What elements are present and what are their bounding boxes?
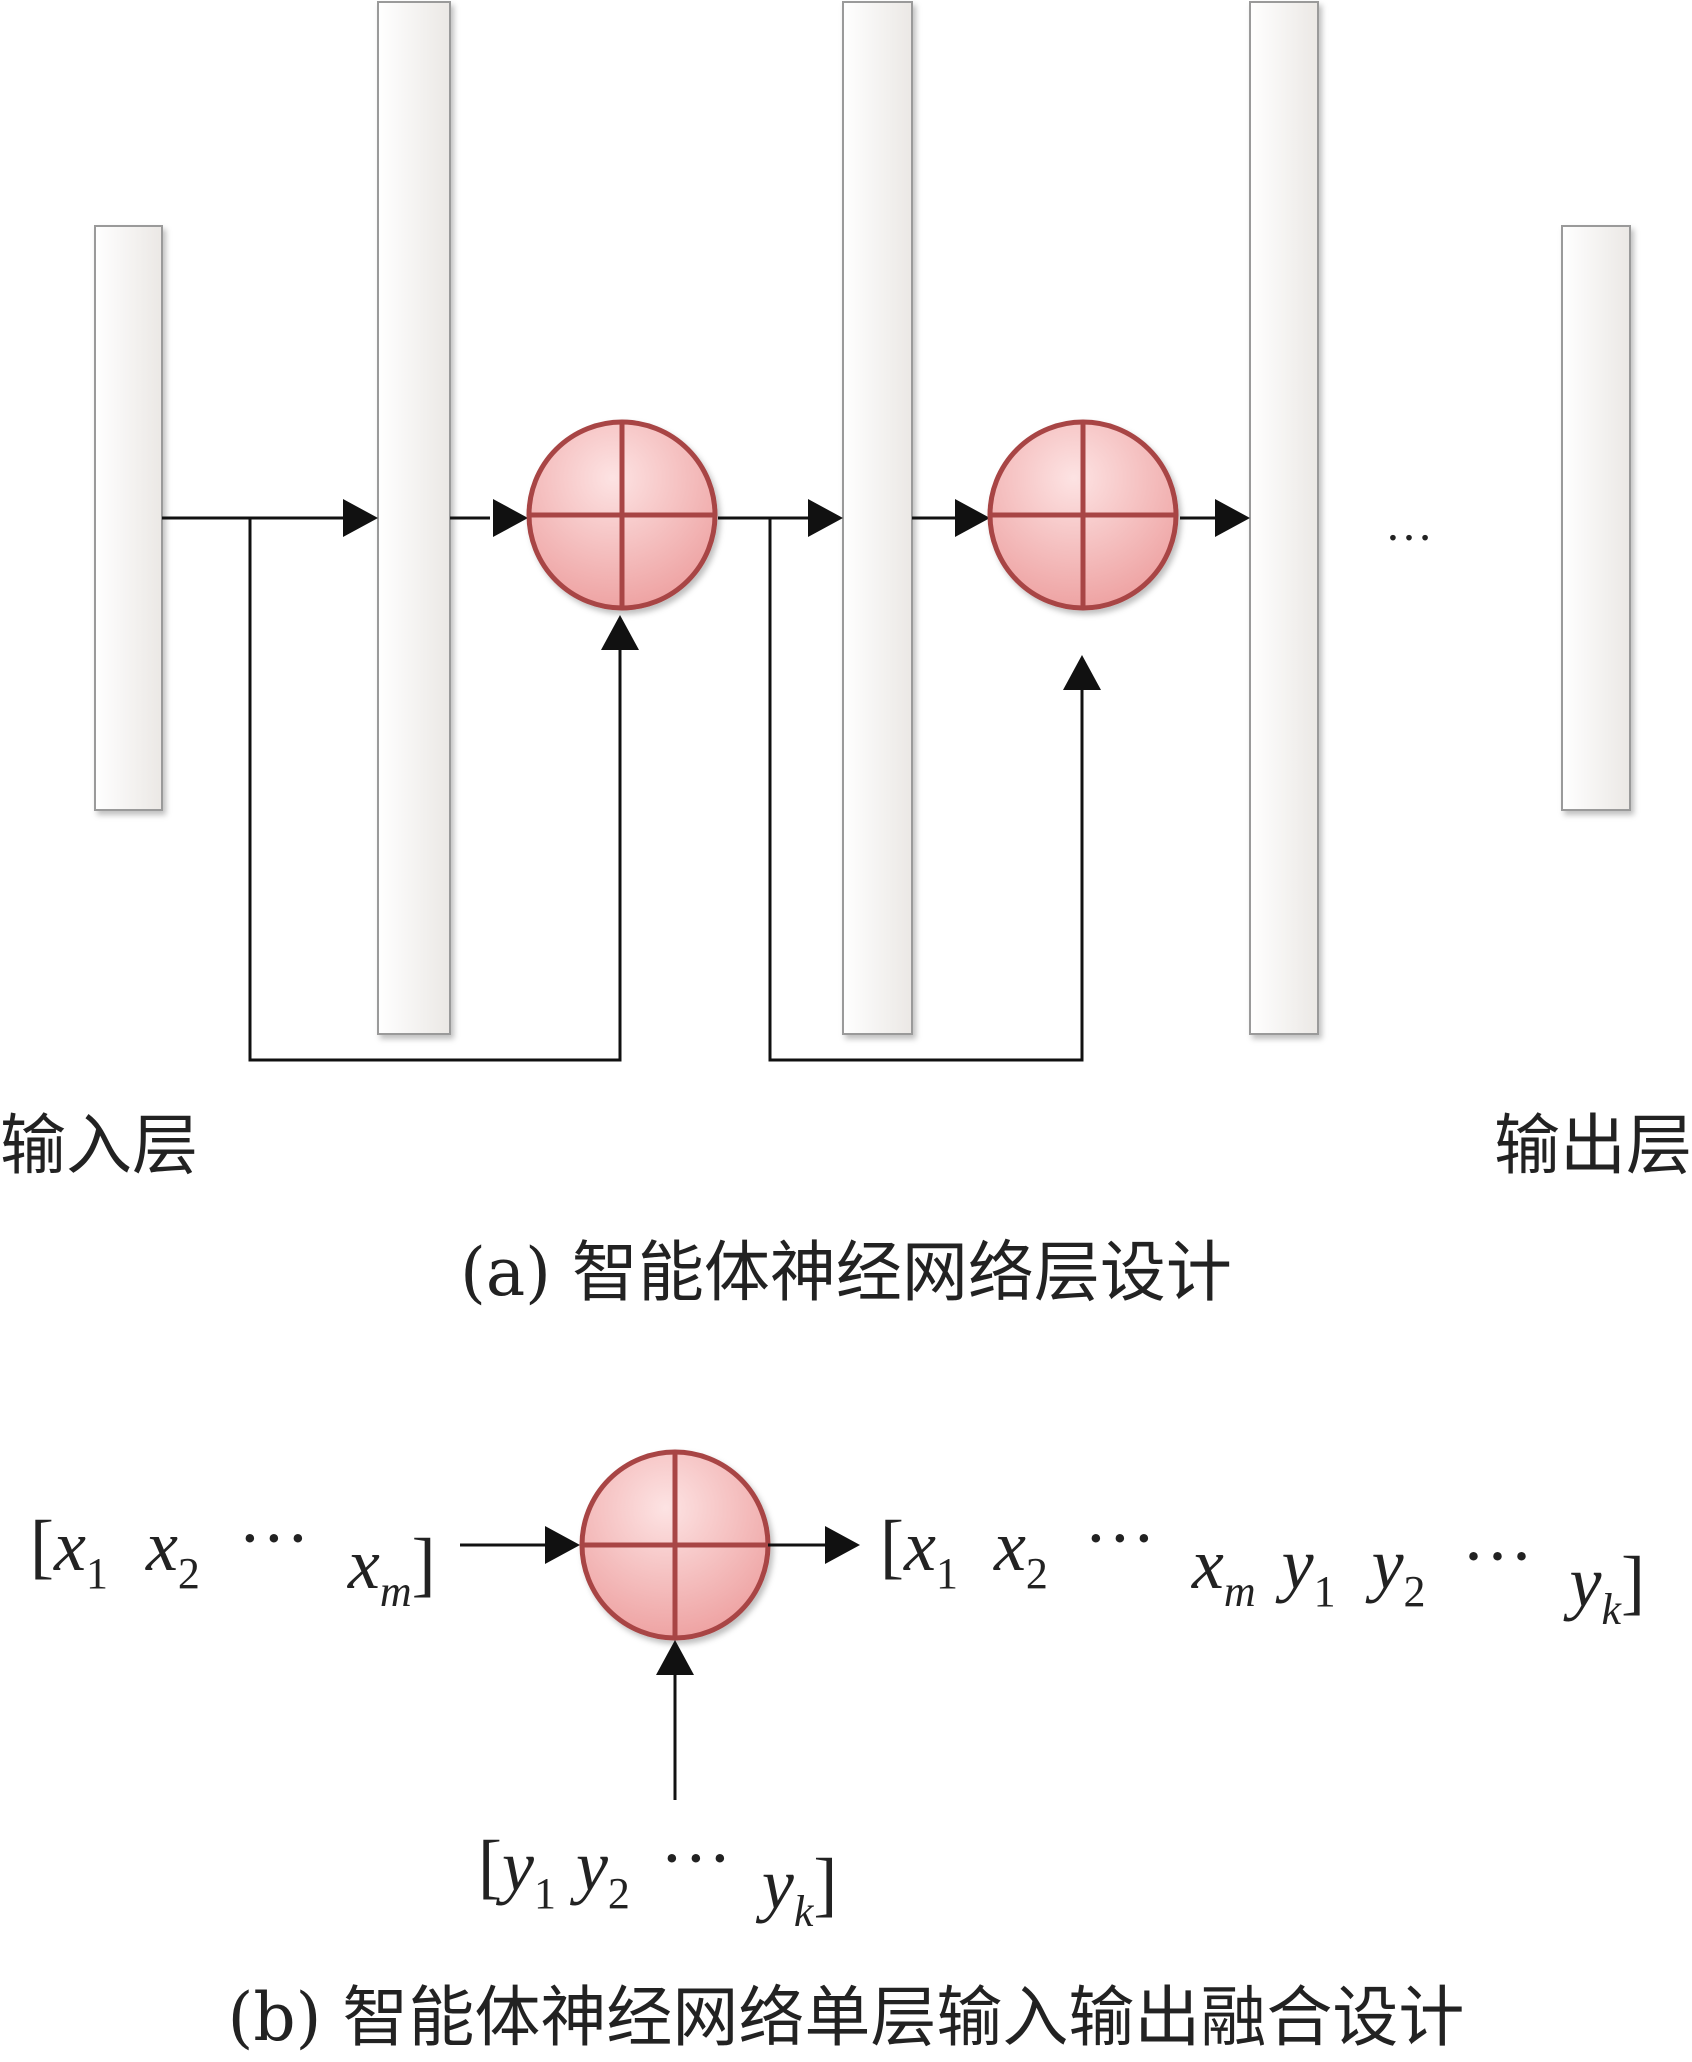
output-layer-bar	[1561, 225, 1631, 811]
fusion-node-1	[526, 419, 718, 611]
hidden-layer-bar-2	[842, 1, 913, 1035]
arrow-node-to-out-head	[825, 1526, 860, 1564]
input-layer-label: 输入层	[0, 1107, 198, 1184]
caption-b: (b) 智能体神经网络单层输入输出融合设计	[228, 1979, 1465, 2056]
arrow-x-to-node-head	[545, 1526, 580, 1564]
fusion-node-2	[987, 419, 1179, 611]
output-layer-label: 输出层	[1494, 1107, 1692, 1184]
hidden-layer-bar-1	[377, 1, 451, 1035]
skip-connection-2	[768, 518, 1101, 1062]
input-layer-bar	[94, 225, 163, 811]
skip-connection-1	[248, 518, 639, 1062]
arrow-y-to-node-head	[656, 1640, 694, 1675]
main-flow-arrowheads	[343, 499, 1250, 537]
fusion-node-b	[579, 1449, 771, 1641]
caption-a: (a) 智能体神经网络层设计	[460, 1234, 1232, 1311]
panel-a: … 输入层 输出层 (a) 智能体神经网络层设计	[0, 1, 1692, 1311]
hidden-layer-bar-3	[1249, 1, 1319, 1035]
ellipsis: …	[1385, 498, 1433, 551]
